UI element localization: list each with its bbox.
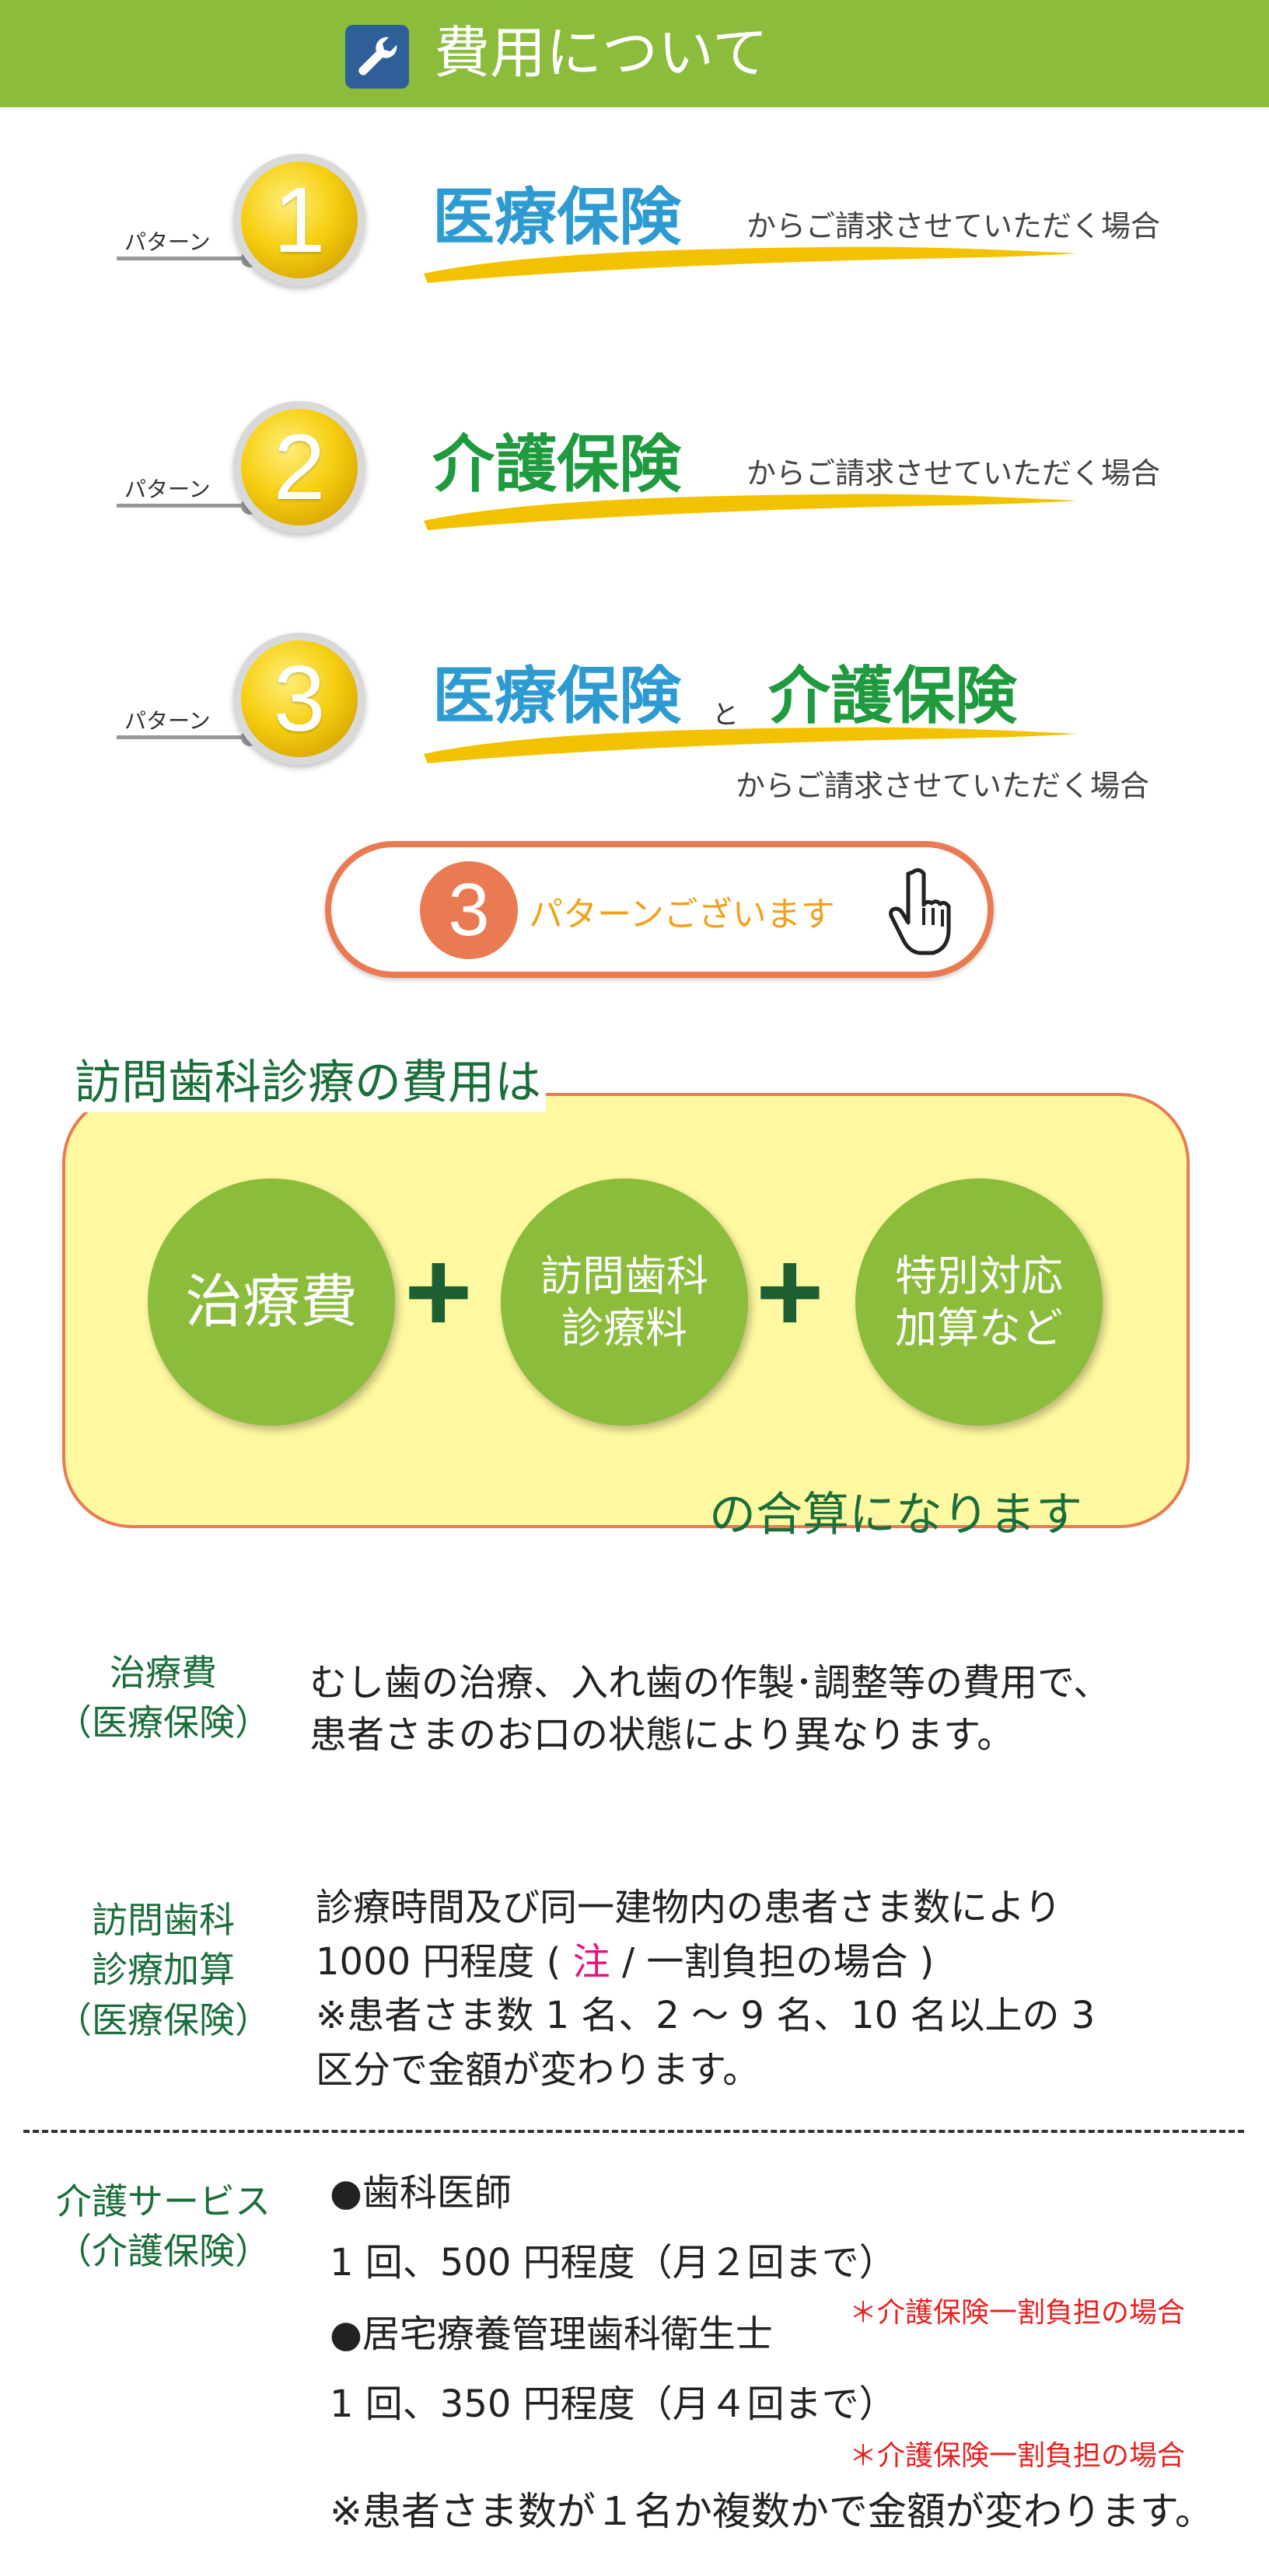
pattern-number: 2 xyxy=(273,415,326,519)
detail-label-treatment: 治療費 （医療保険） xyxy=(56,1652,271,1744)
visit-fee-label: 訪問歯科 診療料 xyxy=(540,1251,708,1353)
pattern-suffix: からご請求させていただく場合 xyxy=(736,769,1150,803)
summary-number: 3 xyxy=(448,868,490,951)
pattern-number: 1 xyxy=(273,168,326,272)
plus-sign: + xyxy=(404,1226,473,1356)
special-addition-circle xyxy=(855,1178,1103,1426)
note-marker: 注 xyxy=(572,1939,610,1984)
detail-label-care-service: 介護サービス （介護保険） xyxy=(56,2180,271,2273)
pattern-number: 3 xyxy=(273,647,326,751)
keyword-medical-insurance: 医療保険 xyxy=(432,660,681,732)
brush-stroke xyxy=(420,487,1081,532)
number-coin xyxy=(233,401,365,533)
section-divider xyxy=(23,2130,1244,2133)
brush-stroke xyxy=(420,239,1081,284)
keyword-care-insurance: 介護保険 xyxy=(768,660,1017,732)
number-badge xyxy=(420,861,518,959)
pattern-3: パターン 3 医療保険 と 介護保険 からご請求させていただく場合 xyxy=(0,603,1269,805)
special-addition-label: 特別対応 加算など xyxy=(895,1251,1063,1353)
pattern-suffix: からご請求させていただく場合 xyxy=(746,209,1161,243)
brush-stroke xyxy=(420,720,1081,765)
connector-to: と xyxy=(712,700,739,731)
plus-sign: + xyxy=(756,1226,824,1356)
wrench-icon xyxy=(345,25,409,89)
summary-text: パターンございます xyxy=(529,895,835,934)
keyword-medical-insurance: 医療保険 xyxy=(432,181,681,253)
pattern-2: パターン 2 介護保険 からご請求させていただく場合 xyxy=(0,372,1269,574)
treatment-fee-circle xyxy=(148,1178,395,1426)
section-title: 費用について xyxy=(434,20,768,86)
pattern-label: パターン xyxy=(124,229,211,255)
pattern-1: パターン 1 医療保険 からご請求させていただく場合 xyxy=(0,124,1269,326)
patterns-summary-button[interactable] xyxy=(325,841,994,978)
hygienist-price: 1 回、350 円程度（月４回まで） xyxy=(330,2382,897,2426)
pattern-label: パターン xyxy=(124,476,211,502)
keyword-care-insurance: 介護保険 xyxy=(432,428,681,501)
dentist-title: ●歯科医師 xyxy=(330,2171,512,2215)
hygienist-title: ●居宅療養管理歯科衛生士 xyxy=(330,2312,773,2356)
treatment-fee-label: 治療費 xyxy=(185,1268,358,1335)
hygienist-note: ＊介護保険一割負担の場合 xyxy=(849,2440,1186,2472)
detail-text-treatment: むし歯の治療、入れ歯の作製･調整等の費用で、 患者さまのお口の状態により異なりま… xyxy=(309,1661,1111,1757)
pointer-hand-icon xyxy=(886,864,964,958)
number-coin xyxy=(233,633,365,765)
pattern-suffix: からご請求させていただく場合 xyxy=(746,456,1161,490)
formula-tail: の合算になります xyxy=(709,1488,1082,1542)
care-footnote: ※患者さま数が１名か複数かで金額が変わります。 xyxy=(330,2489,1214,2534)
detail-text-visit-addition: 診療時間及び同一建物内の患者さま数により 1000 円程度 ( 注 / 一割負担… xyxy=(316,1886,1096,2092)
visit-fee-circle xyxy=(501,1178,748,1426)
dentist-price: 1 回、500 円程度（月２回まで） xyxy=(330,2241,897,2285)
pattern-label: パターン xyxy=(124,708,211,734)
formula-title: 訪問歯科診療の費用は xyxy=(75,1054,546,1112)
detail-label-visit-addition: 訪問歯科 診療加算 （医療保険） xyxy=(56,1899,271,2041)
number-coin xyxy=(233,154,365,286)
section-header xyxy=(0,0,1269,107)
dentist-note: ＊介護保険一割負担の場合 xyxy=(849,2297,1186,2329)
